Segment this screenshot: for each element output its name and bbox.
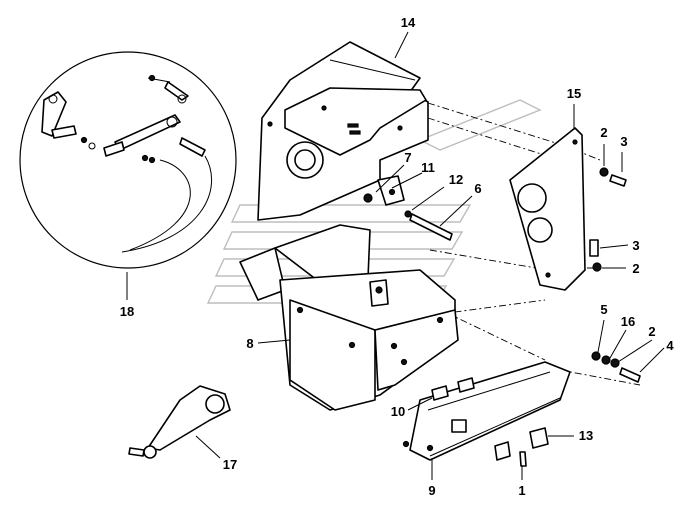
callout-13: 13 — [579, 428, 593, 443]
callout-1: 1 — [518, 483, 525, 498]
callout-labels: 14 15 2 3 3 2 5 16 2 4 7 11 12 6 8 10 9 … — [120, 15, 675, 498]
inset-detail-circle — [19, 51, 237, 269]
callout-2-middle: 2 — [632, 261, 639, 276]
callout-15: 15 — [567, 86, 581, 101]
part-15-side-plate — [509, 127, 586, 291]
callout-9: 9 — [428, 483, 435, 498]
callout-6: 6 — [474, 181, 481, 196]
callout-17: 17 — [223, 457, 237, 472]
callout-8: 8 — [246, 336, 253, 351]
callout-4: 4 — [666, 338, 674, 353]
part-8-main-frame — [239, 224, 459, 411]
parts-1-10-13 — [431, 377, 549, 467]
fasteners-right — [589, 167, 641, 383]
leader-lines — [126, 31, 665, 480]
callout-14: 14 — [401, 15, 416, 30]
part-17-lever — [128, 385, 231, 459]
callout-18: 18 — [120, 304, 134, 319]
callout-3-lower: 3 — [632, 238, 639, 253]
callout-2-lower: 2 — [648, 324, 655, 339]
part-9-channel — [402, 361, 571, 461]
callout-2-upper: 2 — [600, 125, 607, 140]
callout-16: 16 — [621, 314, 635, 329]
callout-5: 5 — [600, 302, 607, 317]
callout-10: 10 — [391, 404, 405, 419]
callout-12: 12 — [449, 172, 463, 187]
callout-7: 7 — [404, 150, 411, 165]
parts-6-7-11-12 — [363, 175, 453, 241]
part-14-upper-bracket — [257, 41, 429, 221]
callout-3-upper: 3 — [620, 134, 627, 149]
callout-11: 11 — [421, 160, 435, 175]
